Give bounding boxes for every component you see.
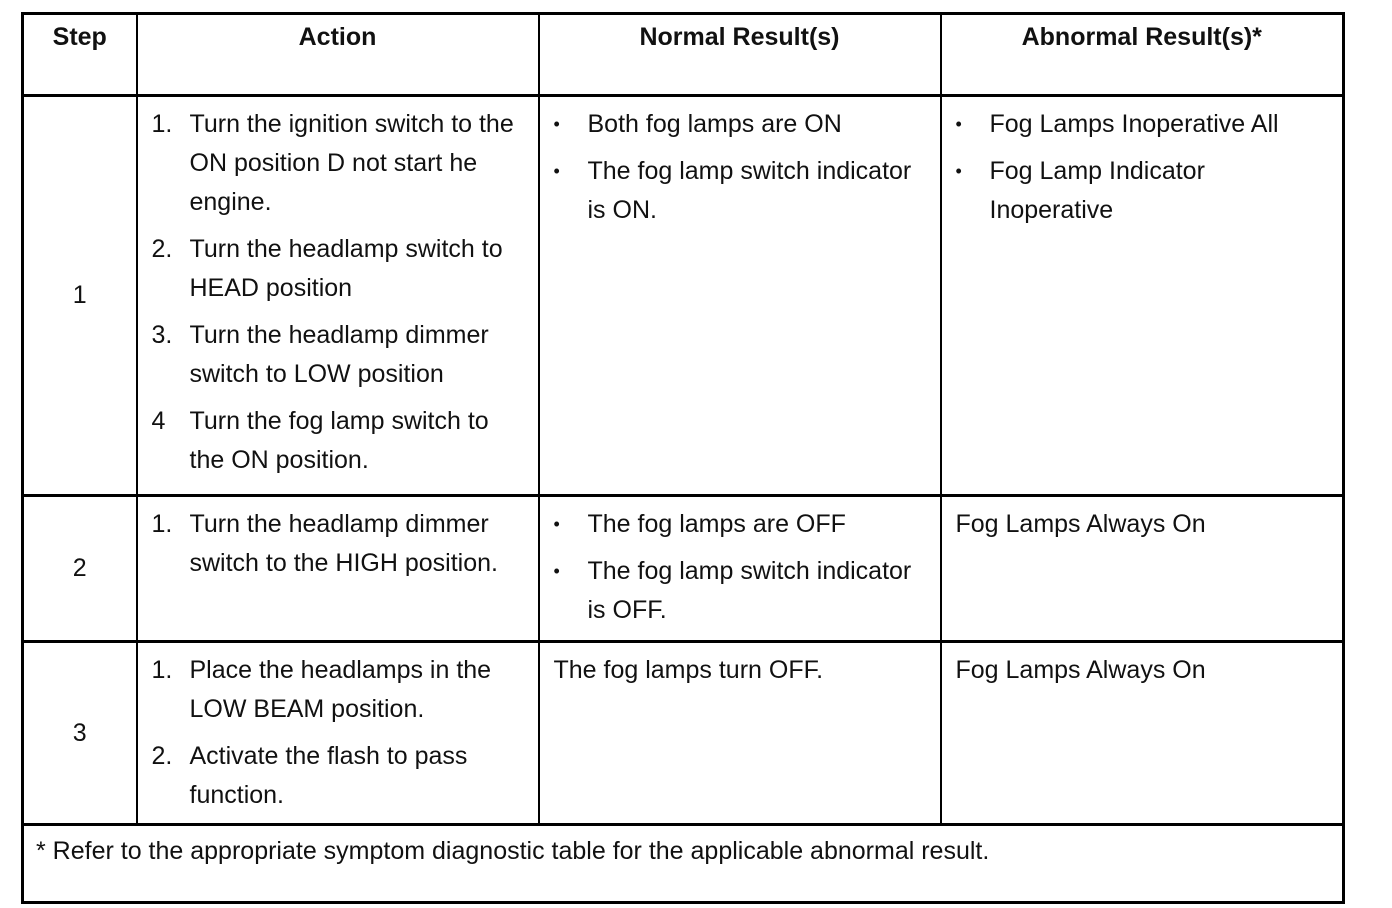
action-step: 1. Place the headlamps in the LOW BEAM p… [152,651,528,729]
normal-result-text: The fog lamps are OFF [587,510,846,538]
abnormal-result-text: Fog Lamp Indicator Inoperative [989,157,1205,224]
action-step: 4 Turn the fog lamp switch to the ON pos… [152,402,528,480]
header-abnormal-results: Abnormal Result(s)* [939,12,1345,97]
action-cell: 1. Turn the headlamp dimmer switch to th… [135,494,540,643]
normal-result-cell: The fog lamps turn OFF. [537,640,942,826]
action-step-text: Turn the fog lamp switch to the ON posit… [189,407,489,474]
header-action: Action [135,12,540,97]
abnormal-result-item: • Fog Lamps Inoperative All [956,105,1333,144]
bullet-icon: • [955,114,962,134]
table-row: 2 1. Turn the headlamp dimmer switch to … [21,494,1345,643]
footnote: * Refer to the appropriate symptom diagn… [21,823,1345,904]
abnormal-result-cell: • Fog Lamps Inoperative All • Fog Lamp I… [939,94,1345,497]
bullet-icon: • [553,514,560,534]
normal-result-item: • The fog lamp switch indicator is OFF. [554,552,930,630]
header-normal-results: Normal Result(s) [537,12,942,97]
table-row: 1 1. Turn the ignition switch to the ON … [21,94,1345,497]
action-step-text: Turn the ignition switch to the ON posit… [189,110,514,216]
action-step-number: 1. [151,510,173,538]
action-step-number: 1. [151,110,173,138]
action-cell: 1. Place the headlamps in the LOW BEAM p… [135,640,540,826]
normal-result-text: Both fog lamps are ON [587,110,842,138]
action-step-text: Turn the headlamp dimmer switch to the H… [189,510,498,577]
action-step-number: 1. [151,656,173,684]
action-step: 1. Turn the ignition switch to the ON po… [152,105,528,222]
action-step: 1. Turn the headlamp dimmer switch to th… [152,505,528,583]
action-step-text: Turn the headlamp switch to HEAD positio… [189,235,503,302]
normal-result-cell: • The fog lamps are OFF • The fog lamp s… [537,494,942,643]
action-step-number: 3. [151,321,173,349]
action-step-text: Activate the flash to pass function. [189,742,468,809]
normal-result-text: The fog lamp switch indicator is OFF. [587,557,912,624]
diagnostic-table: Step Action Normal Result(s) Abnormal Re… [21,12,1345,904]
table-row: 3 1. Place the headlamps in the LOW BEAM… [21,640,1345,826]
step-number: 1 [21,94,138,497]
bullet-icon: • [553,114,560,134]
action-step-text: Turn the headlamp dimmer switch to LOW p… [189,321,489,388]
abnormal-result-item: • Fog Lamp Indicator Inoperative [956,152,1333,230]
abnormal-result-cell: Fog Lamps Always On [939,494,1345,643]
normal-result-item: • Both fog lamps are ON [554,105,930,144]
normal-result-item: • The fog lamp switch indicator is ON. [554,152,930,230]
action-step-text: Place the headlamps in the LOW BEAM posi… [189,656,492,723]
normal-result-cell: • Both fog lamps are ON • The fog lamp s… [537,94,942,497]
abnormal-result-text: Fog Lamps Always On [955,656,1206,684]
bullet-icon: • [955,161,962,181]
normal-result-text: The fog lamp switch indicator is ON. [587,157,912,224]
action-cell: 1. Turn the ignition switch to the ON po… [135,94,540,497]
action-step-number: 2. [151,235,173,263]
action-step-number: 4 [151,407,166,435]
action-step: 2. Turn the headlamp switch to HEAD posi… [152,230,528,308]
action-step: 3. Turn the headlamp dimmer switch to LO… [152,316,528,394]
bullet-icon: • [553,161,560,181]
action-step: 2. Activate the flash to pass function. [152,737,528,815]
abnormal-result-cell: Fog Lamps Always On [939,640,1345,826]
step-number: 2 [21,494,138,643]
abnormal-result-text: Fog Lamps Inoperative All [989,110,1279,138]
normal-result-item: • The fog lamps are OFF [554,505,930,544]
step-number: 3 [21,640,138,826]
bullet-icon: • [553,561,560,581]
header-row: Step Action Normal Result(s) Abnormal Re… [21,12,1345,97]
normal-result-text: The fog lamps turn OFF. [553,656,824,684]
header-step: Step [21,12,138,97]
action-step-number: 2. [151,742,173,770]
footnote-row: * Refer to the appropriate symptom diagn… [21,823,1345,904]
abnormal-result-text: Fog Lamps Always On [955,510,1206,538]
